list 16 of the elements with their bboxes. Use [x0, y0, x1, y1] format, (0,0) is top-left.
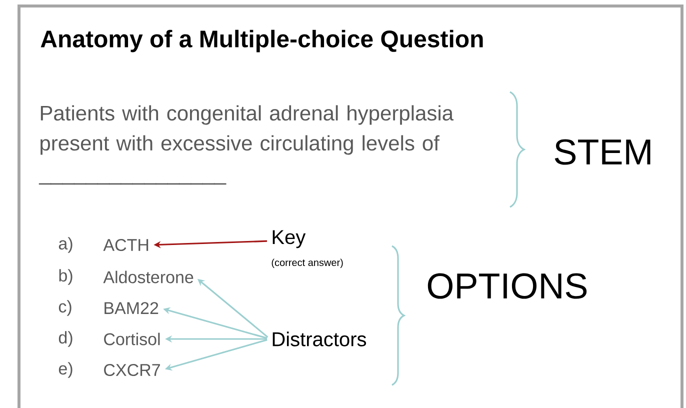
section-label: OPTIONS — [428, 273, 587, 299]
option-letter: c) — [58, 300, 72, 316]
annotation-text: Distractors — [272, 332, 366, 346]
question-stem: Patients with congenital adrenal hyperplasia present with excessive circulating levels of ________________ — [38, 105, 454, 185]
option-letter: b) — [59, 269, 72, 285]
title: Anatomy of a Multiple-choice Question — [40, 30, 483, 52]
option-text: Cortisol — [104, 332, 160, 346]
annotation-text: Key (correct answer) — [272, 230, 343, 268]
section-label: STEM — [554, 139, 650, 165]
option-letter: a) — [58, 237, 72, 253]
option-letter: e) — [58, 362, 72, 378]
option-letter: d) — [58, 331, 72, 347]
option-text: ACTH — [103, 238, 148, 252]
option-text: BAM22 — [104, 302, 158, 314]
option-text: CXCR7 — [104, 364, 160, 376]
option-text: Aldosterone — [103, 270, 194, 284]
